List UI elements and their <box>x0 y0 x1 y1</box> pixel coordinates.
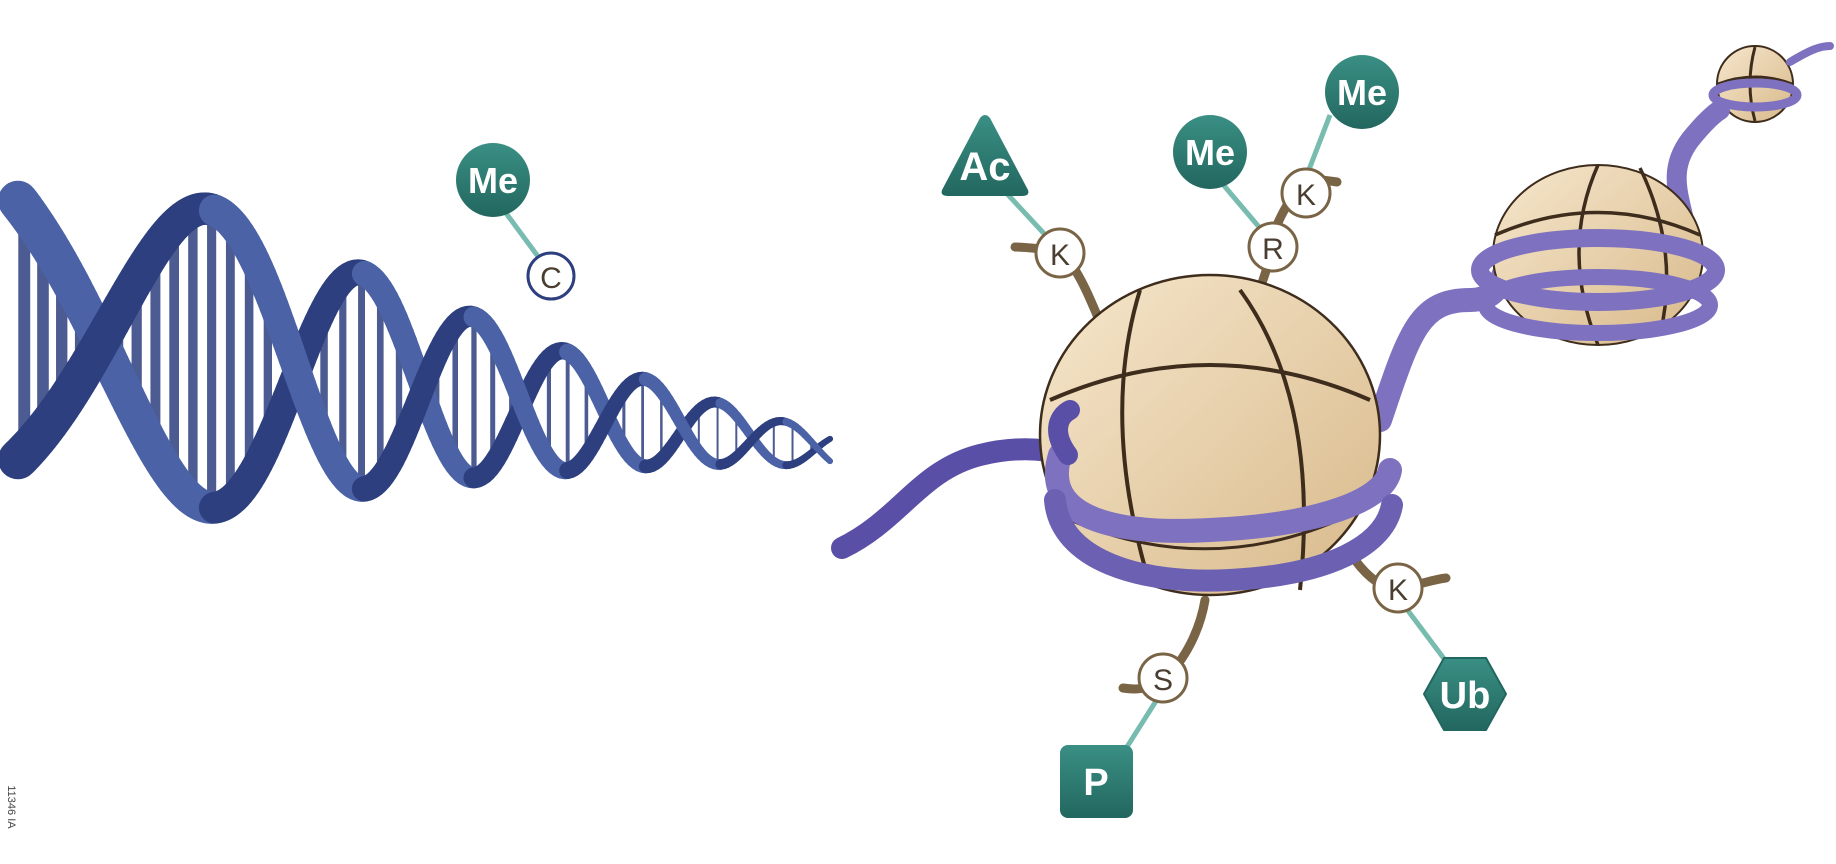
histone-seam <box>1238 288 1306 591</box>
lysine-label-ub: K <box>1388 574 1408 607</box>
acetyl-tag <box>941 115 1029 196</box>
acetyl-label: Ac <box>959 145 1010 189</box>
lysine-residue-ac <box>1034 227 1086 279</box>
modification-layer: Me C Ac K Me R Me K Ub K P S <box>456 55 1507 818</box>
lysine-residue-me <box>1280 167 1332 219</box>
linker-dna <box>831 438 1079 559</box>
dna-methyl-tag <box>456 143 530 217</box>
arginine-methyl-label: Me <box>1185 132 1235 173</box>
dna-wrap-upper <box>1045 443 1402 543</box>
cytosine-label: C <box>540 262 562 295</box>
dna-methyl-label: Me <box>468 160 518 201</box>
lysine-label-me: K <box>1296 179 1316 212</box>
serine-residue <box>1137 652 1189 704</box>
dna-wrap-lower <box>1044 489 1403 592</box>
dna-strand-b <box>823 455 834 465</box>
middle-nucleosome <box>1471 164 1725 346</box>
serine-label: S <box>1153 664 1173 697</box>
arginine-methyl-tag <box>1173 115 1247 189</box>
lysine-methyl-label: Me <box>1337 72 1387 113</box>
lysine-residue-ub <box>1372 562 1424 614</box>
lysine-methyl-tag <box>1325 55 1399 129</box>
dna-strand-a <box>823 435 834 444</box>
ubiquitin-label: Ub <box>1440 675 1491 717</box>
dna-backbone-strands <box>0 180 834 524</box>
dna-double-helix <box>0 180 834 524</box>
lysine-label-ac: K <box>1050 239 1070 272</box>
cytosine-residue <box>526 251 576 301</box>
main-nucleosome <box>1038 273 1403 597</box>
distant-nucleosome <box>1708 42 1834 123</box>
arginine-label: R <box>1262 233 1284 266</box>
phospho-label: P <box>1083 762 1108 804</box>
arginine-residue <box>1247 221 1299 273</box>
dna-wrap-back <box>1048 400 1080 465</box>
phospho-tag <box>1060 745 1133 818</box>
histone-seam <box>1049 363 1371 402</box>
ubiquitin-tag <box>1423 657 1507 731</box>
